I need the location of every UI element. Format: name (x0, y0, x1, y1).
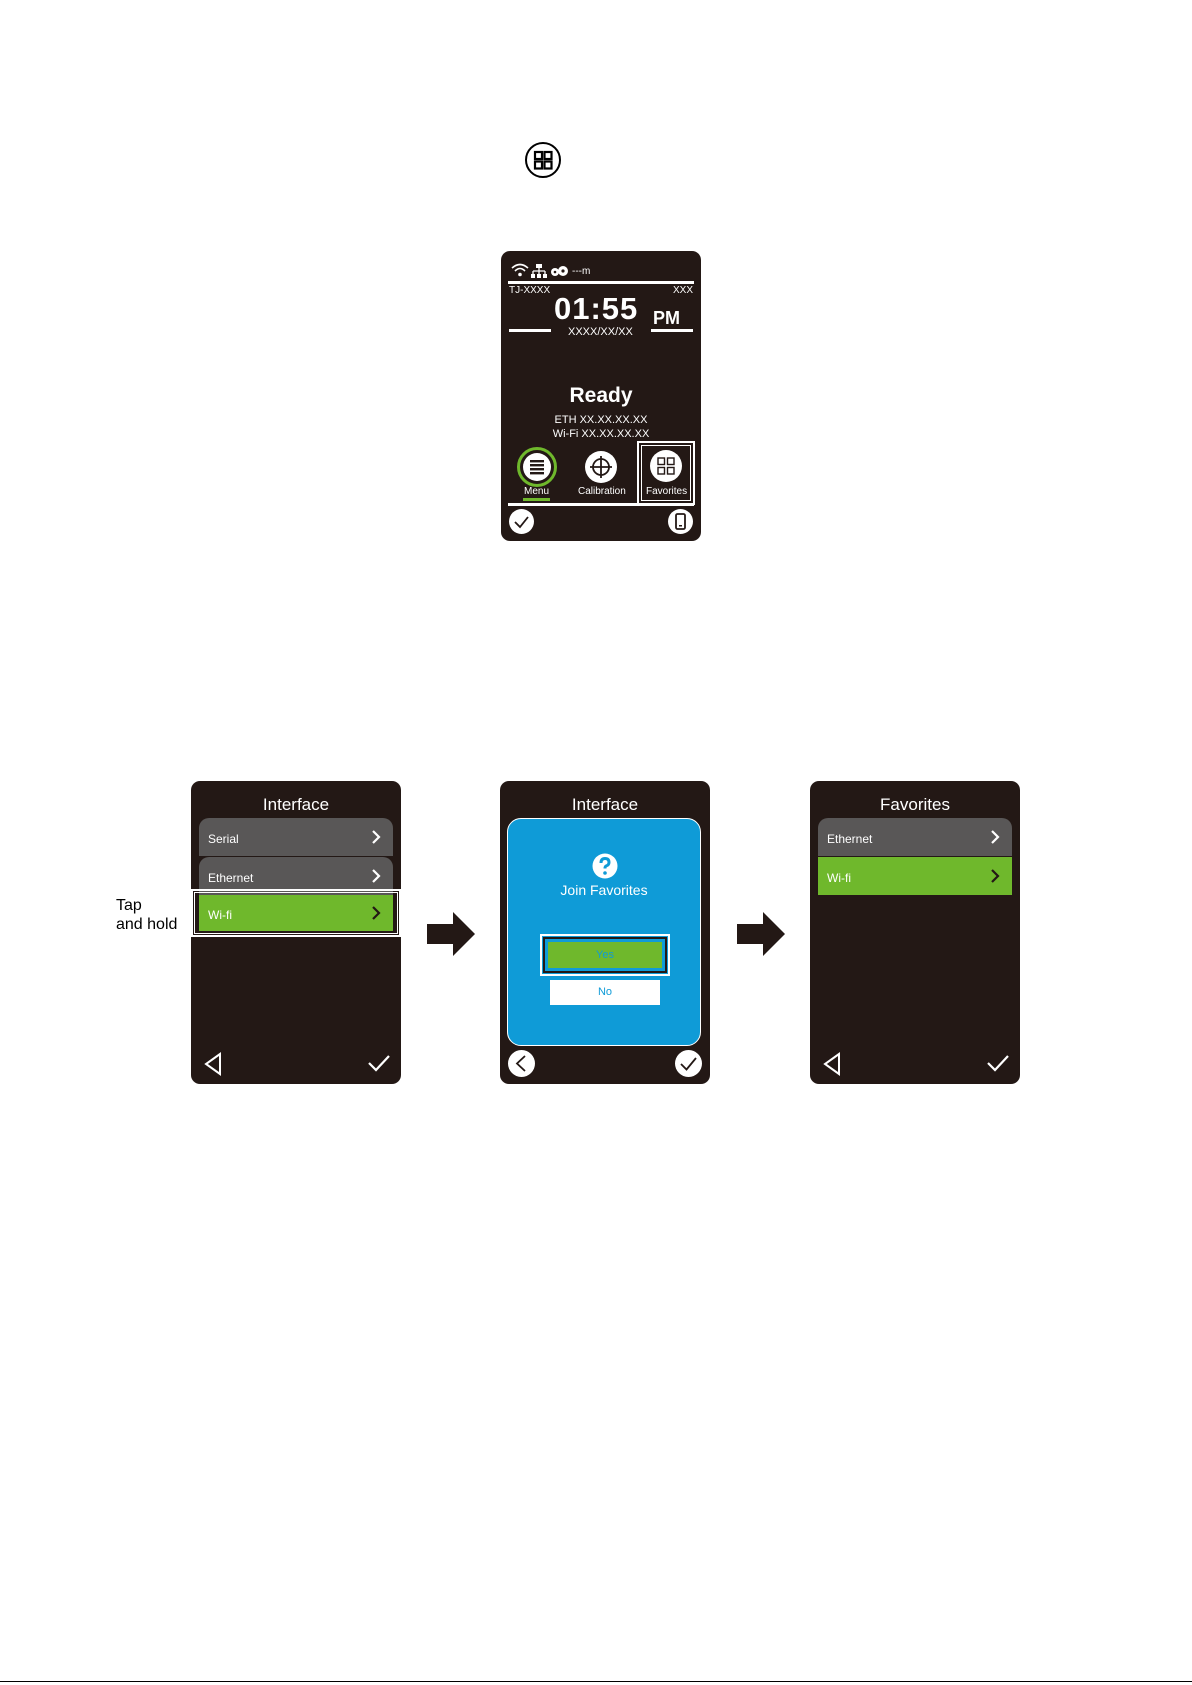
interface-screen: Interface Serial Ethernet Wi-fi (191, 781, 401, 1084)
list-item-wifi[interactable]: Wi-fi (818, 857, 1012, 895)
join-favorites-screen: Interface Join Favorites Yes No (500, 781, 710, 1084)
network-icon (531, 264, 547, 278)
mobile-button[interactable] (668, 509, 693, 534)
divider-right (651, 329, 693, 332)
wifi-address: Wi-Fi XX.XX.XX.XX (501, 428, 701, 440)
screen-title: Interface (191, 795, 401, 815)
list-item-wifi[interactable]: Wi-fi (199, 895, 393, 931)
divider-bottom (508, 503, 694, 506)
ribbon-icon (550, 265, 572, 278)
check-icon (675, 1050, 702, 1077)
clock-ampm: PM (653, 308, 680, 329)
wifi-icon (511, 263, 529, 277)
divider-top (508, 281, 694, 284)
instruction-line-2: and hold (116, 915, 177, 934)
chevron-right-icon (988, 829, 1002, 845)
right-arrow-icon (737, 912, 789, 956)
favorites-screen: Favorites Ethernet Wi-fi (810, 781, 1020, 1084)
instruction-line-1: Tap (116, 896, 177, 915)
chevron-right-icon (369, 829, 383, 845)
menu-icon (523, 453, 551, 481)
favorites-label: Favorites (646, 486, 687, 497)
instruction-text: Tap and hold (116, 896, 177, 934)
menu-label: Menu (524, 486, 549, 497)
check-button[interactable] (509, 509, 534, 534)
check-icon[interactable] (367, 1053, 391, 1073)
device-name: TJ-XXXX (509, 285, 550, 296)
device-code: XXX (673, 285, 693, 296)
no-button[interactable]: No (550, 980, 660, 1005)
confirm-button[interactable] (675, 1050, 702, 1077)
favorites-button-icon (650, 450, 682, 482)
back-button[interactable] (508, 1050, 535, 1077)
screen-title: Favorites (810, 795, 1020, 815)
chevron-right-icon (369, 905, 383, 921)
mobile-icon (668, 509, 693, 534)
screen-title: Interface (500, 795, 710, 815)
menu-button[interactable]: Menu (515, 447, 559, 499)
calibration-button[interactable]: Calibration (573, 449, 629, 499)
menu-underline (523, 498, 550, 501)
right-arrow-icon (427, 912, 479, 956)
yes-button[interactable]: Yes (548, 942, 662, 968)
question-icon (592, 853, 618, 879)
favorites-icon (524, 141, 562, 179)
home-screen: ---m TJ-XXXX XXX 01:55 PM XXXX/XX/XX Rea… (501, 251, 701, 541)
page-footer-rule (0, 1681, 1192, 1682)
status-ready: Ready (501, 384, 701, 408)
back-triangle-icon[interactable] (822, 1052, 842, 1076)
clock-date: XXXX/XX/XX (568, 326, 633, 338)
chevron-left-icon (508, 1050, 535, 1077)
ribbon-length: ---m (572, 266, 590, 277)
clock-time: 01:55 (554, 291, 638, 327)
dialog-question: Join Favorites (508, 882, 700, 898)
check-icon (509, 509, 534, 534)
chevron-right-icon (369, 868, 383, 884)
favorites-button[interactable]: Favorites (637, 441, 695, 505)
back-triangle-icon[interactable] (203, 1052, 223, 1076)
dialog-panel: Join Favorites Yes No (507, 818, 701, 1046)
check-icon[interactable] (986, 1053, 1010, 1073)
divider-left (509, 329, 551, 332)
eth-address: ETH XX.XX.XX.XX (501, 414, 701, 426)
list-item-serial[interactable]: Serial (199, 818, 393, 856)
list-item-ethernet[interactable]: Ethernet (818, 818, 1012, 856)
chevron-right-icon (988, 868, 1002, 884)
calibration-icon (585, 451, 617, 483)
calibration-label: Calibration (578, 486, 626, 497)
